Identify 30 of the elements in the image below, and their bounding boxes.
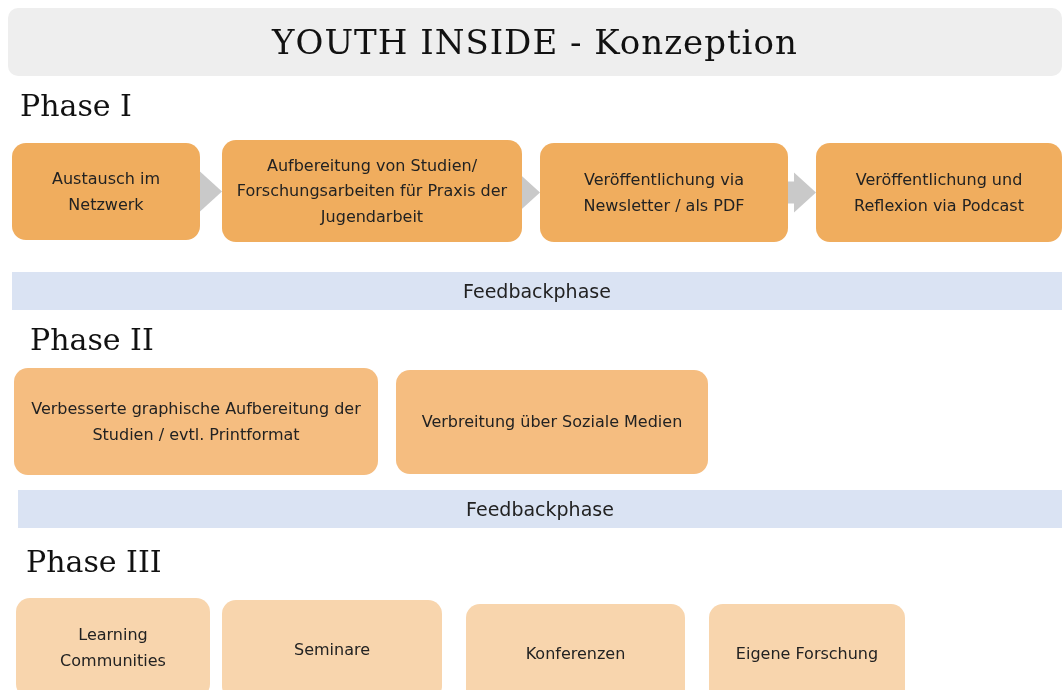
title: YOUTH INSIDE - Konzeption [272, 22, 798, 62]
phase-heading: Phase III [26, 544, 162, 579]
process-box [816, 143, 1062, 242]
block-arrow [200, 171, 222, 212]
process-box [540, 143, 788, 242]
box-text: Eigene Forschung [735, 643, 879, 666]
block-arrow [788, 172, 816, 213]
process-box [16, 598, 210, 690]
box-text: Veröffentlichung und Reflexion via Podcast [853, 168, 1025, 217]
box-text: Feedbackphase [463, 278, 611, 304]
box-text: Verbreitung über Soziale Medien [421, 411, 683, 434]
box-text: Konferenzen [525, 643, 626, 666]
process-box [222, 600, 442, 690]
box-text: Learning Communities [59, 624, 167, 672]
box-text: Seminare [293, 639, 370, 662]
process-box [466, 604, 685, 690]
process-box [12, 143, 200, 240]
process-box [396, 370, 708, 474]
process-box [222, 140, 522, 242]
phase-band [18, 490, 1062, 528]
phase-heading: Phase II [30, 322, 154, 357]
phase-heading: Phase I [20, 88, 132, 123]
box-text: Feedbackphase [466, 496, 614, 522]
process-box [709, 604, 905, 690]
phase-band [12, 272, 1062, 310]
box-text: Verbesserte graphische Aufbereitung der Studien / evtl. Printformat [30, 397, 362, 446]
box-text: Austausch im Netzwerk [51, 167, 161, 216]
process-box [14, 368, 378, 475]
box-text: Aufbereitung von Studien/ Forschungsarbeiten für Praxis der Jugendarbeit [235, 154, 509, 228]
box-text: Veröffentlichung via Newsletter / als PDF [582, 168, 746, 217]
